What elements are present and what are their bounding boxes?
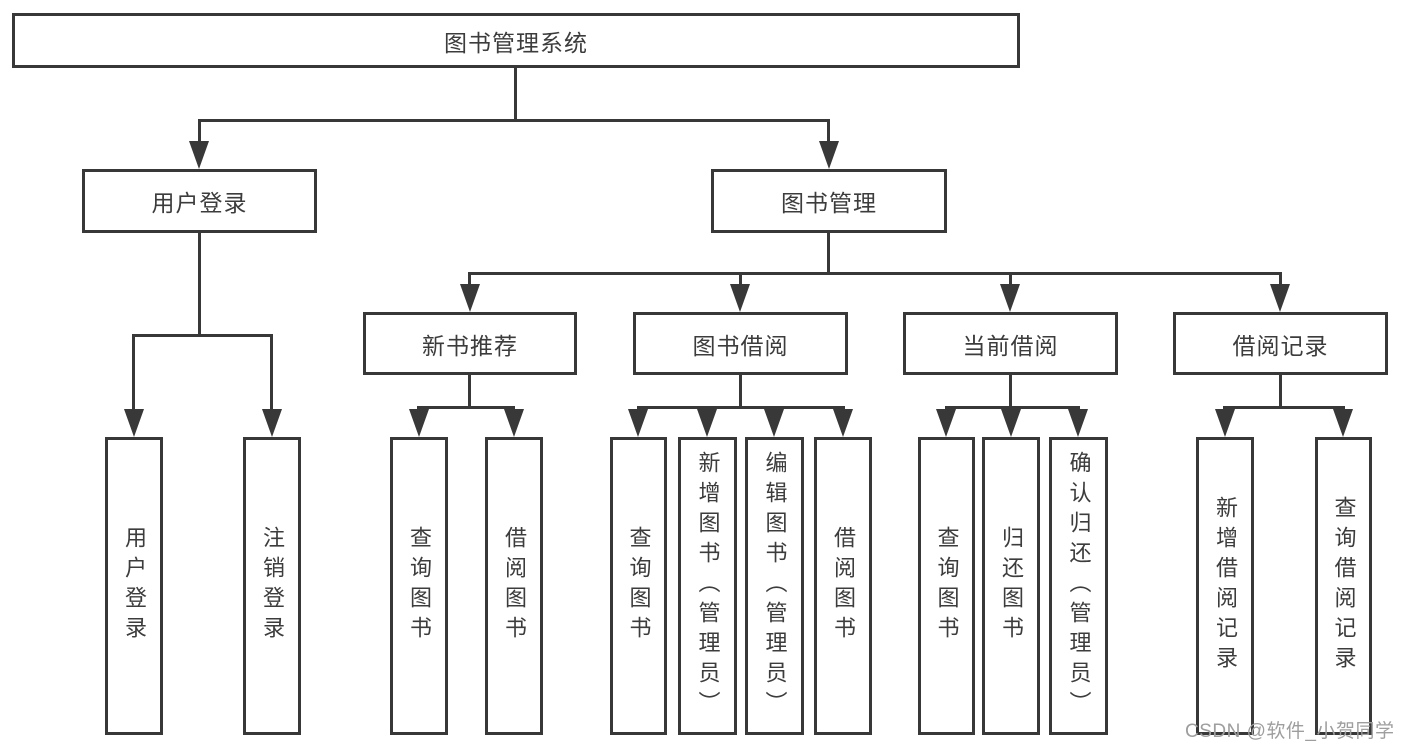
leaf-query-book-current: 查询图书 — [918, 437, 975, 735]
connector-stem — [468, 272, 471, 288]
down-arrowhead-icon — [764, 409, 784, 437]
node-user-login: 用户登录 — [82, 169, 317, 233]
leaf-add-borrow-record-label: 新增借阅记录 — [1213, 496, 1238, 676]
leaf-logout: 注销登录 — [243, 437, 301, 735]
leaf-borrow-book-recommend: 借阅图书 — [485, 437, 543, 735]
connector-stem — [270, 334, 273, 413]
node-root: 图书管理系统 — [12, 13, 1020, 68]
connector-hline — [637, 406, 845, 409]
connector-stem — [1279, 272, 1282, 288]
connector-stem — [1009, 272, 1012, 288]
down-arrowhead-icon — [189, 141, 209, 169]
leaf-query-borrow-record: 查询借阅记录 — [1315, 437, 1372, 735]
node-root-label: 图书管理系统 — [444, 29, 588, 56]
down-arrowhead-icon — [124, 409, 144, 437]
node-new-book-recommend: 新书推荐 — [363, 312, 577, 375]
down-arrowhead-icon — [936, 409, 956, 437]
leaf-edit-book-admin-label: 编辑图书（管理员） — [762, 451, 788, 721]
node-user-login-label: 用户登录 — [151, 190, 248, 216]
connector-vline — [739, 375, 742, 406]
connector-user-login-vline — [198, 233, 201, 334]
connector-vline — [468, 375, 471, 406]
node-current-borrow-label: 当前借阅 — [962, 332, 1059, 359]
connector-stem — [132, 334, 135, 413]
connector-user-login-hline — [132, 334, 273, 337]
leaf-return-book: 归还图书 — [982, 437, 1040, 735]
down-arrowhead-icon — [697, 409, 717, 437]
node-book-management-label: 图书管理 — [781, 190, 877, 216]
node-borrow-records-label: 借阅记录 — [1232, 332, 1329, 359]
node-borrow-records: 借阅记录 — [1173, 312, 1388, 375]
leaf-confirm-return-admin-label: 确认归还（管理员） — [1066, 451, 1092, 721]
leaf-query-book-borrow: 查询图书 — [610, 437, 667, 735]
down-arrowhead-icon — [460, 284, 480, 312]
down-arrowhead-icon — [504, 409, 524, 437]
down-arrowhead-icon — [1333, 409, 1353, 437]
leaf-query-book-recommend: 查询图书 — [390, 437, 448, 735]
leaf-borrow-book: 借阅图书 — [814, 437, 872, 735]
down-arrowhead-icon — [1068, 409, 1088, 437]
leaf-add-book-admin-label: 新增图书（管理员） — [695, 451, 721, 721]
down-arrowhead-icon — [833, 409, 853, 437]
connector-root-hline — [198, 119, 830, 122]
node-new-book-recommend-label: 新书推荐 — [422, 332, 518, 359]
leaf-borrow-book-label: 借阅图书 — [831, 526, 856, 646]
down-arrowhead-icon — [1270, 284, 1290, 312]
leaf-query-book-recommend-label: 查询图书 — [407, 526, 432, 646]
connector-hline — [1223, 406, 1345, 409]
connector-vline — [1279, 375, 1282, 406]
leaf-return-book-label: 归还图书 — [999, 526, 1024, 646]
connector-book-management-vline — [827, 233, 830, 272]
down-arrowhead-icon — [1215, 409, 1235, 437]
leaf-query-book-current-label: 查询图书 — [934, 526, 960, 646]
leaf-query-borrow-record-label: 查询借阅记录 — [1331, 496, 1357, 676]
down-arrowhead-icon — [1001, 409, 1021, 437]
connector-stem — [827, 119, 830, 145]
connector-hline — [417, 406, 515, 409]
leaf-add-borrow-record: 新增借阅记录 — [1196, 437, 1254, 735]
connector-hline — [945, 406, 1080, 409]
leaf-user-login: 用户登录 — [105, 437, 163, 735]
leaf-confirm-return-admin: 确认归还（管理员） — [1049, 437, 1108, 735]
leaf-user-login-label: 用户登录 — [122, 526, 147, 646]
leaf-add-book-admin: 新增图书（管理员） — [678, 437, 737, 735]
watermark: CSDN @软件_小贺同学 — [1185, 721, 1395, 742]
down-arrowhead-icon — [1000, 284, 1020, 312]
leaf-query-book-borrow-label: 查询图书 — [626, 526, 652, 646]
down-arrowhead-icon — [409, 409, 429, 437]
node-book-borrow: 图书借阅 — [633, 312, 848, 375]
node-book-borrow-label: 图书借阅 — [692, 332, 789, 359]
down-arrowhead-icon — [628, 409, 648, 437]
node-current-borrow: 当前借阅 — [903, 312, 1118, 375]
connector-stem — [739, 272, 742, 288]
node-book-management: 图书管理 — [711, 169, 947, 233]
leaf-logout-label: 注销登录 — [260, 526, 285, 646]
down-arrowhead-icon — [730, 284, 750, 312]
leaf-borrow-book-recommend-label: 借阅图书 — [502, 526, 527, 646]
down-arrowhead-icon — [819, 141, 839, 169]
connector-stem — [198, 119, 201, 145]
connector-vline — [1009, 375, 1012, 406]
leaf-edit-book-admin: 编辑图书（管理员） — [745, 437, 804, 735]
connector-book-management-hline — [468, 272, 1282, 275]
down-arrowhead-icon — [262, 409, 282, 437]
connector-root-vline — [514, 68, 517, 119]
